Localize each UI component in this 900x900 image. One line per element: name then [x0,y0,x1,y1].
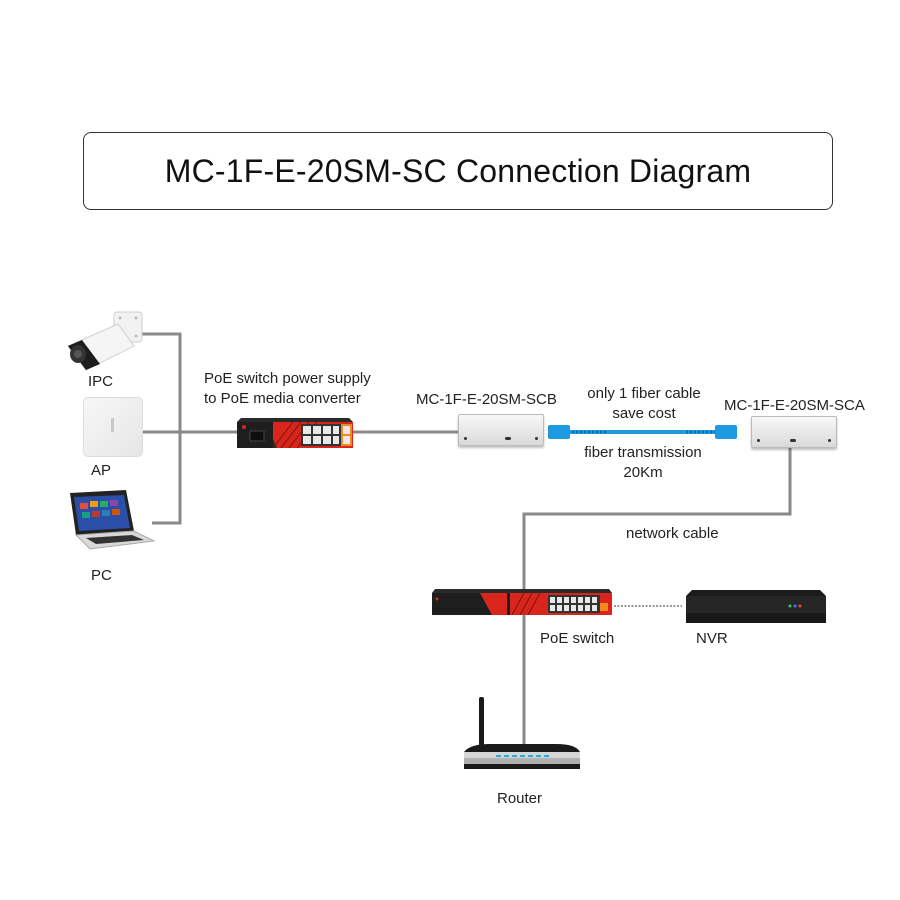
fiber-cost-note: only 1 fiber cable save cost [574,384,714,424]
laptop-icon [70,490,156,550]
fiber-distance-note: fiber transmission 20Km [568,443,718,483]
router-icon [460,694,584,774]
wire-sca-to-poe-switch [522,446,792,590]
media-converter-scb-icon [458,414,544,446]
diagram-title: MC-1F-E-20SM-SC Connection Diagram [164,152,752,189]
sc-connector-right-icon [715,425,737,439]
wire-ipc [140,332,182,525]
router-label: Router [497,790,543,807]
fiber-distance-note-line1: fiber transmission [584,444,702,461]
poe-switch-supply-label-line2: to PoE media converter [204,390,361,407]
poe-switch-supply-label-line1: PoE switch power supply [204,370,371,387]
poe-switch-icon [237,414,353,449]
rack-poe-switch-icon [432,589,612,616]
nvr-label: NVR [696,630,728,647]
access-point-icon [83,397,143,457]
fiber-cost-note-line2: save cost [612,405,676,422]
fiber-distance-note-line2: 20Km [623,464,663,481]
title-box: MC-1F-E-20SM-SC Connection Diagram [83,132,833,210]
fiber-cost-note-line1: only 1 fiber cable [587,385,701,402]
network-cable-label: network cable [626,525,719,542]
bullet-camera-icon [67,311,143,371]
ap-label: AP [91,462,112,479]
ipc-label: IPC [88,373,114,390]
poe-switch-label: PoE switch [540,630,615,647]
nvr-icon [686,590,826,623]
pc-label: PC [91,567,112,584]
poe-switch-supply-label: PoE switch power supply to PoE media con… [204,369,371,409]
converter-scb-label: MC-1F-E-20SM-SCB [416,391,557,408]
pc-device [66,489,156,553]
sc-connector-left-icon [548,425,570,439]
ipc-device [60,308,150,378]
converter-sca-label: MC-1F-E-20SM-SCA [724,397,865,414]
media-converter-sca-icon [751,416,837,448]
